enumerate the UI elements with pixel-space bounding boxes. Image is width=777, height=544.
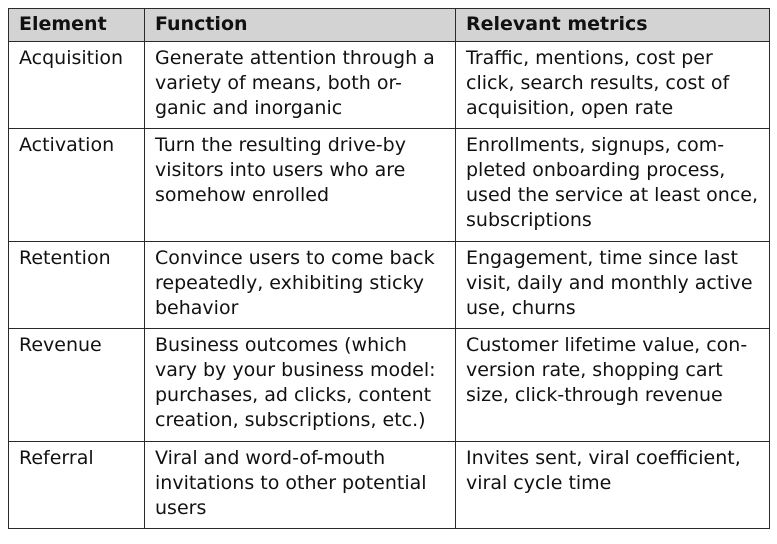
cell-metrics: Enrollments, signups, com-pleted onboard… [455, 128, 770, 242]
element-label: Acquisition [19, 47, 124, 69]
cell-element: Retention [8, 241, 145, 329]
cell-metrics: Engagement, time since last visit, daily… [455, 241, 770, 329]
function-text: Generate attention through a variety of … [155, 47, 435, 119]
cell-metrics: Traffic, mentions, cost per click, searc… [455, 41, 770, 129]
cell-function: Viral and word-of-mouth invitations to o… [144, 441, 456, 529]
table-row: Referral Viral and word-of-mouth invitat… [8, 441, 770, 529]
cell-element: Activation [8, 128, 145, 242]
cell-metrics: Invites sent, viral coefficient, viral c… [455, 441, 770, 529]
element-label: Activation [19, 134, 115, 156]
metrics-table: Element Function Relevant metrics Acquis… [8, 8, 770, 529]
table-row: Retention Convince users to come back re… [8, 241, 770, 329]
metrics-text: Enrollments, signups, com-pleted onboard… [466, 134, 759, 231]
metrics-text: Traffic, mentions, cost per click, searc… [466, 47, 730, 119]
element-label: Retention [19, 247, 111, 269]
cell-element: Acquisition [8, 41, 145, 129]
function-text: Turn the resulting drive-by visitors int… [155, 134, 406, 206]
table-row: Revenue Business outcomes (which vary by… [8, 328, 770, 442]
function-text: Convince users to come back repeatedly, … [155, 247, 435, 319]
cell-element: Revenue [8, 328, 145, 442]
cell-function: Generate attention through a variety of … [144, 41, 456, 129]
header-element: Element [8, 8, 145, 42]
cell-function: Business outcomes (which vary by your bu… [144, 328, 456, 442]
cell-function: Convince users to come back repeatedly, … [144, 241, 456, 329]
cell-element: Referral [8, 441, 145, 529]
function-text: Business outcomes (which vary by your bu… [155, 334, 436, 431]
header-relevant-metrics: Relevant metrics [455, 8, 770, 42]
header-function: Function [144, 8, 456, 42]
metrics-text: Customer lifetime value, con-version rat… [466, 334, 748, 406]
table-row: Activation Turn the resulting drive-by v… [8, 128, 770, 242]
cell-metrics: Customer lifetime value, con-version rat… [455, 328, 770, 442]
element-label: Revenue [19, 334, 102, 356]
function-text: Viral and word-of-mouth invitations to o… [155, 447, 427, 519]
metrics-text: Engagement, time since last visit, daily… [466, 247, 753, 319]
element-label: Referral [19, 447, 94, 469]
metrics-text: Invites sent, viral coefficient, viral c… [466, 447, 741, 494]
table-header-row: Element Function Relevant metrics [8, 8, 770, 42]
cell-function: Turn the resulting drive-by visitors int… [144, 128, 456, 242]
table-row: Acquisition Generate attention through a… [8, 41, 770, 129]
